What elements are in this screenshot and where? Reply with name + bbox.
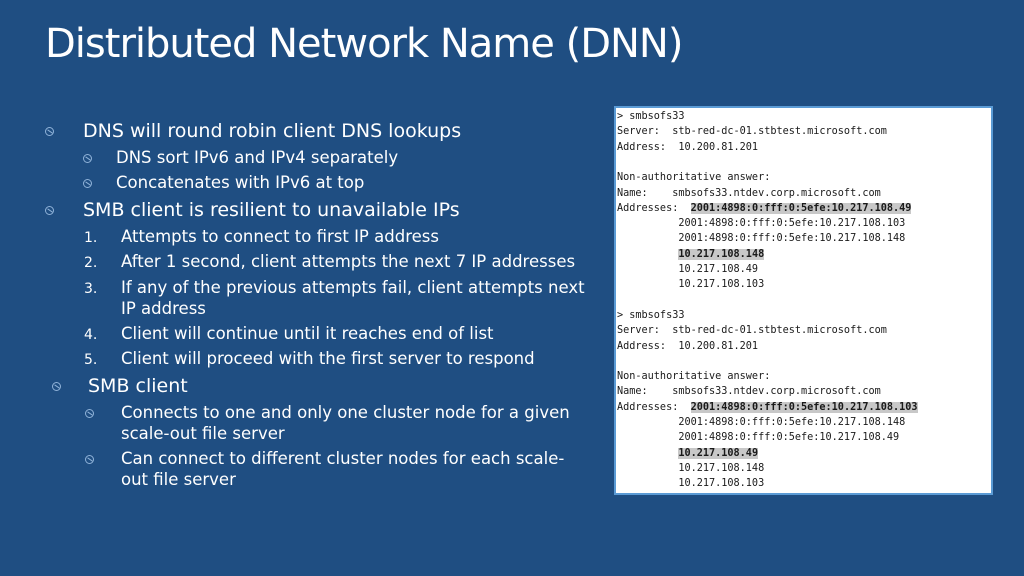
list-number: 4. [84, 327, 98, 343]
console-line: 2001:4898:0:fff:0:5efe:10.217.108.103 [617, 216, 905, 231]
console-text [617, 249, 678, 260]
console-text: Addresses: [617, 401, 691, 413]
console-text: Non-authoritative answer: [617, 371, 771, 383]
console-text: 2001:4898:0:fff:0:5efe:10.217.108.49 [617, 432, 900, 444]
console-line: Non-authoritative answer: [617, 170, 770, 185]
console-text: 10.217.108.148 [617, 462, 765, 474]
console-line: Server: stb-red-dc-01.stbtest.microsoft.… [617, 124, 887, 139]
console-line: 10.217.108.49 [617, 446, 759, 461]
bullet-text: SMB client [88, 375, 188, 397]
console-line: 10.217.108.49 [617, 262, 758, 277]
sub-bullet-text: Concatenates with IPv6 at top [116, 173, 365, 192]
console-line: Name: smbsofs33.ntdev.corp.microsoft.com [617, 186, 881, 201]
sub-bullet-text-continued: scale-out file server [121, 424, 285, 443]
bullet-icon [52, 382, 61, 391]
console-line: > smbsofs33 [617, 308, 684, 323]
console-line: Address: 10.200.81.201 [617, 140, 758, 155]
console-line: Address: 10.200.81.201 [617, 339, 758, 354]
console-line: Server: stb-red-dc-01.stbtest.microsoft.… [617, 323, 887, 338]
highlighted-address: 10.217.108.148 [678, 248, 765, 260]
console-text: Address: 10.200.81.201 [617, 340, 759, 352]
console-text: Server: stb-red-dc-01.stbtest.microsoft.… [617, 126, 887, 138]
bullet-icon [83, 179, 92, 188]
sub-bullet-text: Client will continue until it reaches en… [121, 324, 494, 343]
list-number: 1. [84, 230, 98, 246]
console-text: Addresses: [617, 202, 691, 214]
console-line: 2001:4898:0:fff:0:5efe:10.217.108.49 [617, 430, 899, 445]
highlighted-address: 2001:4898:0:fff:0:5efe:10.217.108.49 [690, 202, 912, 214]
bullet-icon [85, 409, 94, 418]
console-line: Addresses: 2001:4898:0:fff:0:5efe:10.217… [617, 201, 912, 216]
bullet-text: DNS will round robin client DNS lookups [83, 120, 462, 142]
console-line: 10.217.108.148 [617, 247, 765, 262]
console-text: > smbsofs33 [617, 111, 685, 122]
sub-bullet-text-continued: IP address [121, 299, 206, 318]
console-line: 2001:4898:0:fff:0:5efe:10.217.108.148 [617, 231, 905, 246]
console-text: Name: smbsofs33.ntdev.corp.microsoft.com [617, 386, 881, 398]
bullet-icon [45, 206, 54, 215]
bullet-icon [85, 455, 94, 464]
console-line: > smbsofs33 [617, 109, 684, 124]
bullet-icon [45, 127, 54, 136]
console-text: Name: smbsofs33.ntdev.corp.microsoft.com [617, 187, 881, 199]
sub-bullet-text: After 1 second, client attempts the next… [121, 252, 576, 271]
sub-bullet-text-continued: out file server [121, 470, 236, 489]
console-line: Addresses: 2001:4898:0:fff:0:5efe:10.217… [617, 400, 918, 415]
console-line: 2001:4898:0:fff:0:5efe:10.217.108.148 [617, 415, 905, 430]
console-text: 10.217.108.103 [617, 478, 765, 490]
console-text: 2001:4898:0:fff:0:5efe:10.217.108.103 [617, 218, 906, 230]
console-text: 2001:4898:0:fff:0:5efe:10.217.108.148 [617, 233, 906, 245]
list-number: 3. [84, 281, 98, 297]
sub-bullet-text: Client will proceed with the first serve… [121, 349, 535, 368]
console-line: Name: smbsofs33.ntdev.corp.microsoft.com [617, 384, 881, 399]
list-number: 5. [84, 352, 98, 368]
highlighted-address: 2001:4898:0:fff:0:5efe:10.217.108.103 [690, 401, 918, 413]
console-text: Server: stb-red-dc-01.stbtest.microsoft.… [617, 325, 887, 337]
console-line: 10.217.108.103 [617, 476, 764, 491]
slide-title: Distributed Network Name (DNN) [45, 21, 683, 67]
console-text: 10.217.108.103 [617, 279, 765, 291]
bullet-icon [83, 154, 92, 163]
console-line: Non-authoritative answer: [617, 369, 770, 384]
console-line: 10.217.108.148 [617, 461, 764, 476]
sub-bullet-text: DNS sort IPv6 and IPv4 separately [116, 148, 399, 167]
sub-bullet-text: Connects to one and only one cluster nod… [121, 403, 570, 422]
console-text [617, 448, 678, 459]
bullet-text: SMB client is resilient to unavailable I… [83, 199, 460, 221]
console-text: > smbsofs33 [617, 309, 685, 321]
list-number: 2. [84, 255, 98, 271]
console-text: Address: 10.200.81.201 [617, 141, 759, 153]
highlighted-address: 10.217.108.49 [678, 447, 759, 459]
sub-bullet-text: If any of the previous attempts fail, cl… [121, 278, 585, 297]
sub-bullet-text: Attempts to connect to first IP address [121, 227, 439, 246]
console-text: 2001:4898:0:fff:0:5efe:10.217.108.148 [617, 417, 906, 428]
console-line: 10.217.108.103 [617, 277, 764, 292]
console-text: Non-authoritative answer: [617, 172, 771, 184]
console-text: 10.217.108.49 [617, 264, 759, 275]
sub-bullet-text: Can connect to different cluster nodes f… [121, 449, 565, 468]
